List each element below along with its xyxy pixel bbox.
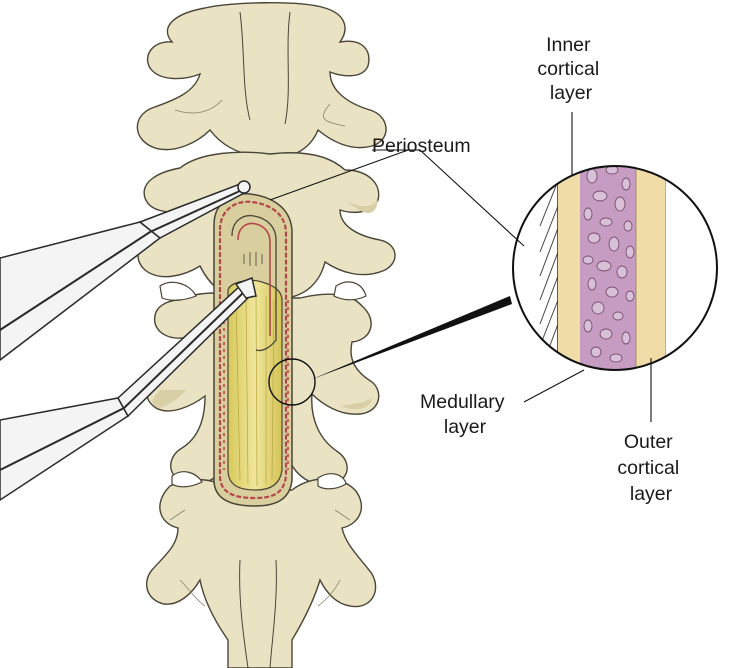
lower-instrument — [0, 397, 129, 501]
medullary-line-1: Medullary — [420, 391, 505, 413]
leader-lines — [269, 112, 652, 422]
intervertebral-gaps — [159, 281, 367, 490]
periosteum-leader-2 — [269, 149, 409, 201]
medullary-label: Medullary layer — [420, 391, 510, 438]
surgical-window — [213, 192, 293, 507]
outer-cortical-label: Outer cortical layer — [617, 431, 684, 505]
outer-cortical-layer — [636, 166, 666, 370]
periosteum-label: Periosteum — [372, 135, 471, 157]
medullary-leader — [523, 369, 585, 403]
inner-cortical-line-3: layer — [550, 82, 593, 104]
outer-cortical-line-3: layer — [630, 483, 673, 505]
inner-cortical-line-2: cortical — [537, 58, 599, 80]
magnified-view — [512, 165, 718, 371]
inner-cortical-label: Inner cortical layer — [537, 34, 604, 104]
outer-cortical-line-2: cortical — [617, 457, 679, 479]
upper-instrument — [0, 221, 162, 361]
medullary-line-2: layer — [444, 416, 487, 438]
magnify-wedge — [310, 296, 512, 380]
inner-cortical-line-1: Inner — [546, 34, 591, 56]
top-vertebra — [136, 2, 387, 159]
surgical-instruments — [0, 180, 257, 501]
periosteum-layer — [218, 200, 288, 500]
detail-circle — [268, 358, 316, 406]
inner-cortical-layer — [558, 166, 580, 370]
outer-cortical-line-1: Outer — [624, 431, 673, 453]
lower-vertebra — [145, 478, 377, 668]
medullary-pores — [582, 166, 635, 363]
periosteum-leader — [372, 149, 525, 247]
